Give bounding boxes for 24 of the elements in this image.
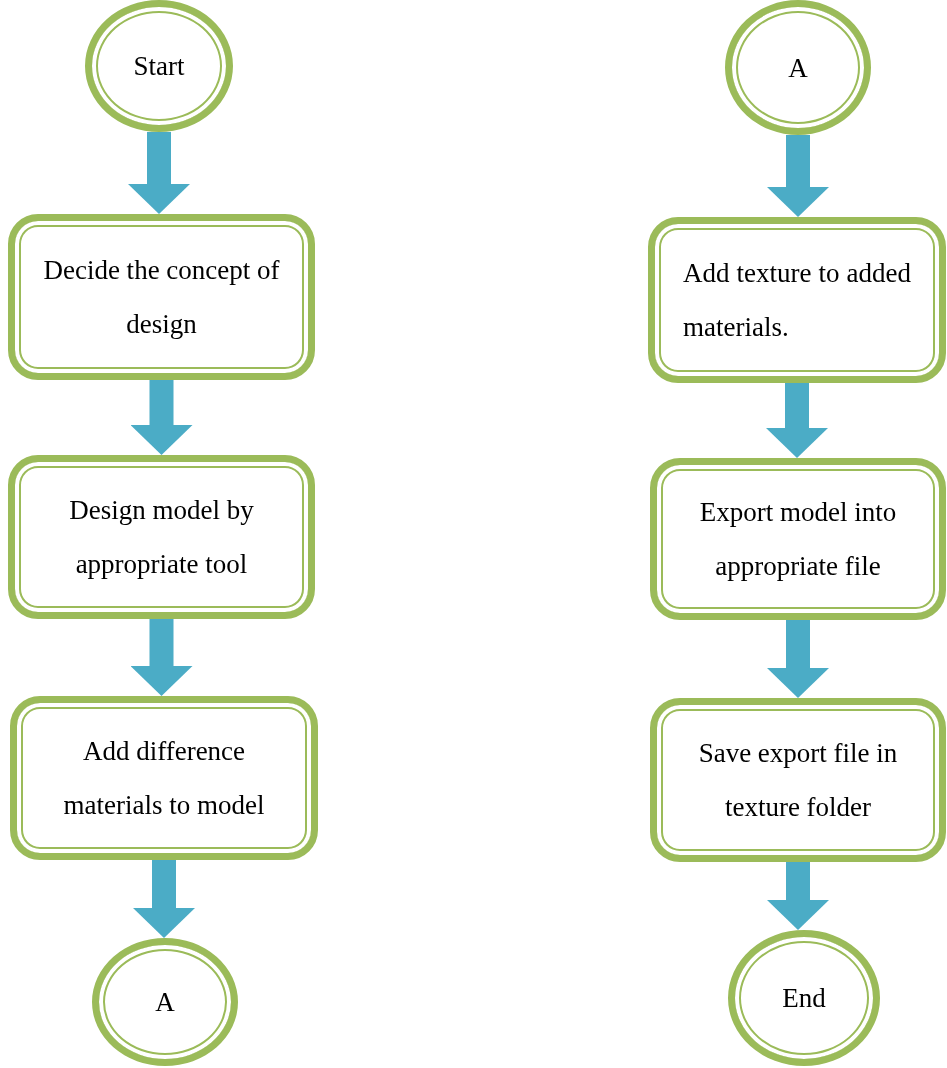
arrow bbox=[767, 135, 829, 217]
node-label: Add texture to added materials. bbox=[683, 257, 911, 344]
process-box bbox=[8, 214, 315, 380]
arrow bbox=[130, 380, 193, 455]
node-label: Save export file in texture folder bbox=[697, 737, 899, 824]
process-box bbox=[650, 458, 946, 620]
node-label: Export model into appropriate file bbox=[698, 496, 898, 583]
process-box bbox=[10, 696, 318, 860]
node-label: A bbox=[787, 51, 809, 85]
arrow bbox=[766, 383, 828, 458]
arrow bbox=[133, 860, 195, 938]
node-label: Add difference materials to model bbox=[62, 735, 266, 822]
node-label: A bbox=[154, 986, 176, 1019]
process-box bbox=[650, 698, 946, 862]
process-box bbox=[648, 217, 946, 383]
process-box bbox=[8, 455, 315, 619]
node-label: End bbox=[781, 982, 827, 1015]
node-label: Start bbox=[132, 50, 186, 83]
arrow bbox=[128, 132, 190, 214]
node-label: Decide the concept of design bbox=[43, 254, 280, 341]
node-label: Design model by appropriate tool bbox=[68, 494, 255, 581]
arrow bbox=[767, 620, 829, 698]
arrow bbox=[767, 862, 829, 930]
arrow bbox=[130, 619, 193, 696]
